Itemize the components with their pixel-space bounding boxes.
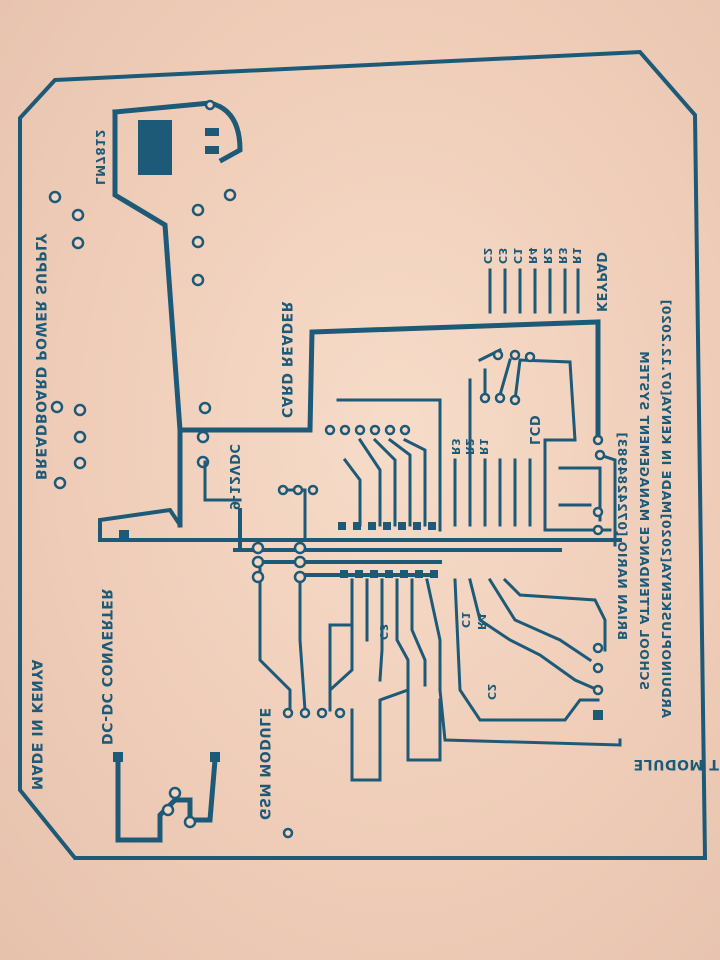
arduino-top-pins bbox=[324, 398, 442, 532]
r4-label: R4 bbox=[475, 613, 488, 630]
keypad-resistor: R1 bbox=[570, 247, 583, 264]
keypad-resistor: C3 bbox=[496, 247, 509, 264]
title-line-1: ARDUINOPLUSKENYA[2020]MADE IN KENYA[07.1… bbox=[659, 299, 674, 718]
bus-pad bbox=[119, 530, 129, 540]
keypad-resistor: R4 bbox=[526, 247, 539, 264]
regulator-pin bbox=[205, 128, 219, 136]
made-in-kenya-label: MADE IN KENYA bbox=[28, 659, 44, 790]
lcd-label: LCD bbox=[526, 415, 541, 445]
dc-jack bbox=[203, 460, 319, 584]
keypad-resistor: R2 bbox=[541, 247, 554, 264]
keypad-pins bbox=[488, 268, 617, 547]
keypad-resistor: C2 bbox=[481, 247, 494, 264]
card-reader-holes bbox=[191, 188, 237, 469]
keypad-label: KEYPAD bbox=[593, 251, 608, 312]
regulator-trace bbox=[112, 100, 243, 528]
gsm-module-label: GSM MODULE bbox=[256, 707, 272, 820]
dc-dc-converter-label: DC-DC CONVERTER bbox=[98, 588, 114, 745]
regulator-hole bbox=[204, 99, 216, 111]
c1-label: C1 bbox=[459, 611, 472, 628]
bt-module-traces bbox=[438, 577, 622, 747]
lcd-resistor-labels: R3 R2 R1 bbox=[449, 438, 490, 455]
title-line-3: BRIAN NARIO [0724284983] bbox=[615, 432, 630, 640]
arduino-bottom-pins bbox=[328, 570, 442, 712]
keypad-resistor: R3 bbox=[556, 247, 569, 264]
lcd-resistor: R1 bbox=[477, 438, 490, 455]
breadboard-power-supply-label: BREADBOARD POWER SUPPLY bbox=[32, 233, 48, 480]
keypad-resistor: C1 bbox=[511, 247, 524, 264]
vdc-label: 9-12VDC bbox=[226, 444, 241, 510]
card-reader-label: CARD READER bbox=[278, 301, 294, 418]
gsm-module-traces bbox=[258, 558, 442, 839]
regulator-pin bbox=[205, 146, 219, 154]
power-supply-holes bbox=[48, 190, 87, 490]
regulator-pad bbox=[138, 120, 172, 175]
lcd-resistor: R2 bbox=[463, 438, 476, 455]
lcd-traces bbox=[453, 347, 612, 532]
keypad-resistor-labels: C2 C3 C1 R4 R2 R3 R1 bbox=[481, 247, 583, 264]
board-outline bbox=[18, 49, 708, 860]
dc-dc-converter-traces bbox=[113, 752, 220, 843]
bt-module-label: BT MODULE bbox=[633, 756, 720, 772]
c3-label: C3 bbox=[377, 623, 390, 640]
lcd-resistor: R3 bbox=[449, 438, 462, 455]
power-rail bbox=[177, 319, 601, 443]
lm7812-label: LM7812 bbox=[93, 129, 107, 185]
title-line-2: SCHOOL ATTENDANCE MANAGEMENT SYSTEM bbox=[637, 351, 652, 690]
main-bus bbox=[98, 507, 622, 577]
c2-label: C2 bbox=[485, 683, 498, 700]
